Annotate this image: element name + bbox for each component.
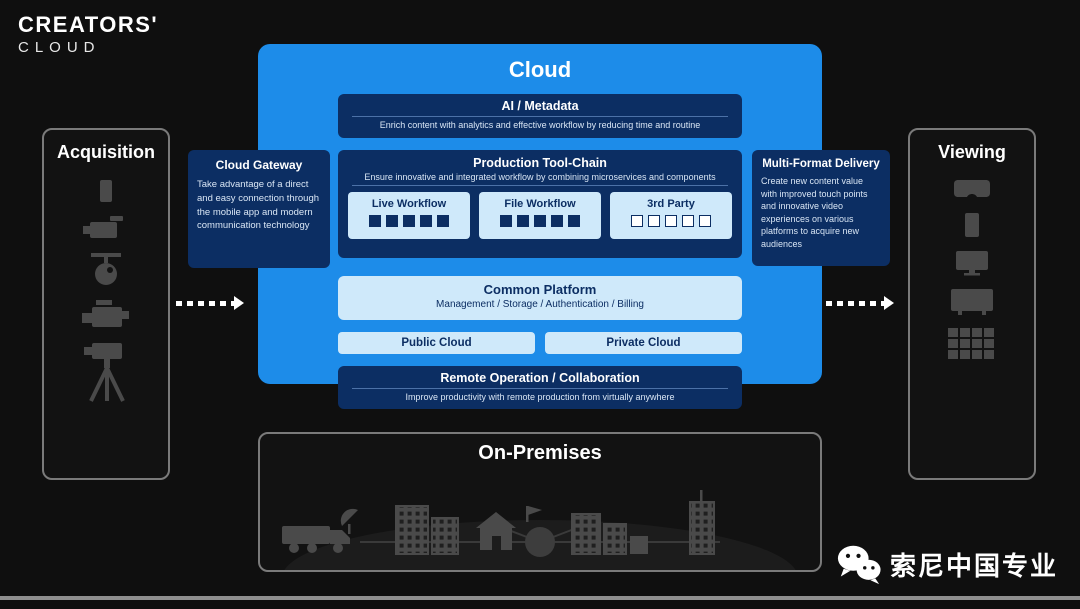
- house-icon: [476, 512, 516, 550]
- flag-icon: [526, 506, 542, 522]
- toolchain-subtitle: Ensure innovative and integrated workflo…: [364, 172, 716, 182]
- footer-account-name: 索尼中国专业: [890, 550, 1059, 581]
- viewing-panel: Viewing: [908, 128, 1036, 480]
- acquisition-panel: Acquisition: [42, 128, 170, 480]
- toolchain-items: Live Workflow File Workflow 3rd Party: [338, 192, 742, 239]
- arrow-dashes: [826, 300, 884, 306]
- studio-camera-icon: [84, 343, 125, 402]
- footer-brand: 索尼中国专业: [836, 543, 1058, 585]
- multi-format-delivery-body: Create new content value with improved t…: [761, 176, 868, 249]
- divider: [352, 388, 728, 389]
- empty-square: [631, 215, 643, 227]
- camcorder-icon: [83, 216, 123, 238]
- wechat-logo-icon: [837, 545, 881, 585]
- toolchain-item-label: 3rd Party: [647, 198, 695, 210]
- remote-operation-box: Remote Operation / Collaboration Improve…: [338, 366, 742, 409]
- filled-square: [420, 215, 432, 227]
- arrow-head: [884, 296, 894, 310]
- arrow-dashes: [176, 300, 234, 306]
- filled-square: [551, 215, 563, 227]
- divider: [352, 185, 728, 186]
- filled-square: [500, 215, 512, 227]
- monitor-icon: [956, 251, 988, 276]
- filled-square: [517, 215, 529, 227]
- public-cloud-pill: Public Cloud: [338, 332, 535, 354]
- multi-format-delivery-box: Multi-Format Delivery Create new content…: [752, 150, 890, 266]
- empty-square: [682, 215, 694, 227]
- smartphone-icon: [965, 213, 979, 237]
- toolchain-item-live-workflow: Live Workflow: [348, 192, 470, 239]
- toolchain-title: Production Tool-Chain: [473, 156, 607, 170]
- capability-squares: [479, 215, 601, 227]
- common-platform-subtitle: Management / Storage / Authentication / …: [436, 299, 644, 310]
- led-wall-icon: [948, 328, 994, 359]
- ai-metadata-title: AI / Metadata: [501, 99, 579, 113]
- capability-squares: [610, 215, 732, 227]
- cloud-box: Cloud AI / Metadata Enrich content with …: [258, 44, 822, 409]
- filled-square: [568, 215, 580, 227]
- production-toolchain-box: Production Tool-Chain Ensure innovative …: [338, 150, 742, 258]
- acquisition-title: Acquisition: [57, 142, 155, 162]
- toolchain-item-label: File Workflow: [504, 198, 576, 210]
- tower-icon: [689, 490, 715, 555]
- tv-icon: [951, 289, 993, 315]
- cloud-title: Cloud: [508, 57, 572, 82]
- shoulder-camera-icon: [82, 300, 129, 327]
- bottom-divider: [0, 596, 1080, 600]
- filled-square: [437, 215, 449, 227]
- remote-operation-title: Remote Operation / Collaboration: [440, 371, 640, 385]
- ai-metadata-subtitle: Enrich content with analytics and effect…: [379, 120, 701, 130]
- empty-square: [699, 215, 711, 227]
- multi-format-delivery-title: Multi-Format Delivery: [762, 158, 880, 170]
- acquisition-to-cloud-arrow: [176, 296, 244, 310]
- cloud-gateway-box: Cloud Gateway Take advantage of a direct…: [188, 150, 330, 268]
- on-premises-title: On-Premises: [478, 442, 602, 464]
- filled-square: [386, 215, 398, 227]
- toolchain-item-file-workflow: File Workflow: [479, 192, 601, 239]
- empty-square: [665, 215, 677, 227]
- cloud-gateway-title: Cloud Gateway: [215, 158, 303, 172]
- remote-operation-subtitle: Improve productivity with remote product…: [405, 392, 675, 402]
- vr-headset-icon: [954, 180, 990, 197]
- on-premises-skyline: [282, 490, 796, 570]
- arrow-head: [234, 296, 244, 310]
- viewing-title: Viewing: [938, 142, 1006, 162]
- cloud-gateway-body: Take advantage of a direct and easy conn…: [197, 179, 320, 232]
- capability-squares: [348, 215, 470, 227]
- divider: [352, 116, 728, 117]
- logo-line1: CREATORS': [18, 12, 159, 37]
- network-hub-icon: [525, 527, 555, 557]
- cloud-to-viewing-arrow: [826, 296, 894, 310]
- cloud-deployments: Public Cloud Private Cloud: [338, 332, 742, 354]
- truck-icon: [282, 526, 350, 553]
- buildings-right-icon: [571, 513, 648, 555]
- acquisition-icons: [44, 179, 168, 405]
- viewing-icons: [910, 179, 1034, 362]
- buildings-left-icon: [395, 505, 459, 555]
- common-platform-box: Common Platform Management / Storage / A…: [338, 276, 742, 320]
- ai-metadata-box: AI / Metadata Enrich content with analyt…: [338, 94, 742, 138]
- smartphone-icon: [100, 180, 112, 202]
- ptz-camera-icon: [91, 253, 121, 285]
- filled-square: [534, 215, 546, 227]
- logo-line2: CLOUD: [18, 39, 101, 56]
- common-platform-title: Common Platform: [483, 282, 597, 297]
- toolchain-item-3rd-party: 3rd Party: [610, 192, 732, 239]
- creators-cloud-logo: CREATORS' CLOUD: [18, 12, 158, 56]
- on-premises-panel: On-Premises: [258, 432, 822, 572]
- filled-square: [403, 215, 415, 227]
- filled-square: [369, 215, 381, 227]
- toolchain-item-label: Live Workflow: [371, 198, 447, 210]
- satellite-dish-icon: [340, 508, 358, 534]
- empty-square: [648, 215, 660, 227]
- private-cloud-pill: Private Cloud: [545, 332, 742, 354]
